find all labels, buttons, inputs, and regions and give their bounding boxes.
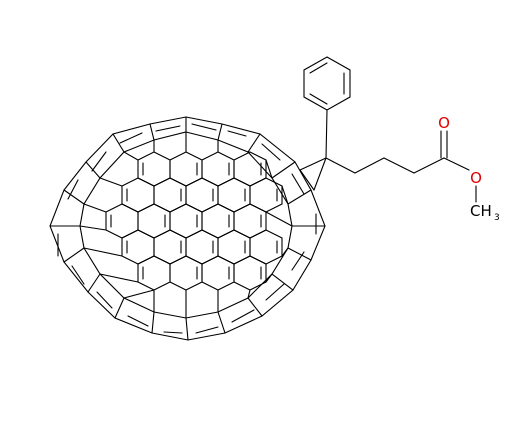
fullerene-cage bbox=[49, 116, 326, 341]
atom-labels: O O CH 3 bbox=[438, 114, 500, 223]
methyl-subscript-label: 3 bbox=[494, 213, 500, 223]
cage-spokes bbox=[49, 116, 326, 341]
cyclopropane-bridge bbox=[299, 157, 327, 191]
cage-outer-rim bbox=[49, 116, 326, 341]
methyl-carbon-label: CH bbox=[470, 202, 492, 220]
ester-oxygen-label: O bbox=[470, 169, 482, 187]
cage-double-bonds bbox=[57, 123, 317, 334]
cage-lattice-double-bonds bbox=[110, 162, 278, 280]
phenyl-ring bbox=[303, 56, 351, 159]
butanoate-chain bbox=[325, 130, 477, 203]
cage-lattice-links bbox=[79, 131, 293, 319]
cage-hex-lattice bbox=[105, 151, 283, 291]
carbonyl-oxygen-label: O bbox=[438, 114, 450, 132]
